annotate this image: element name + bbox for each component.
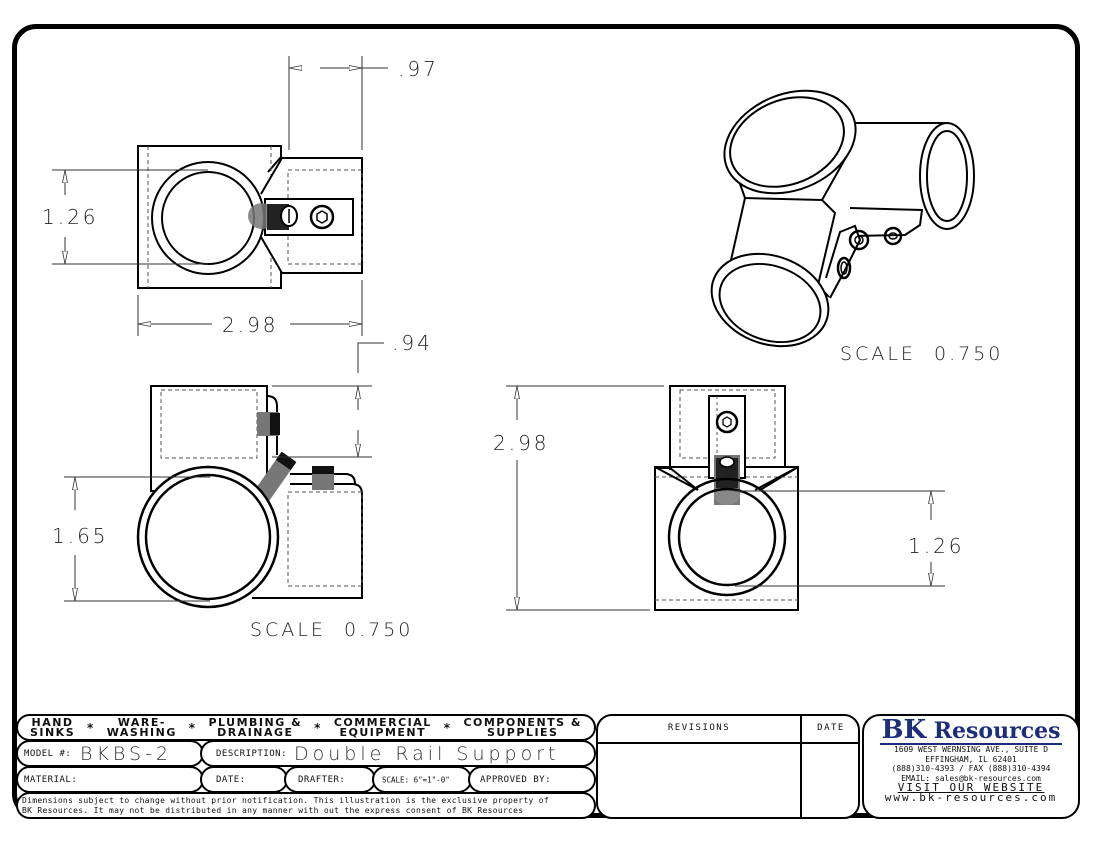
category-plumbing: PLUMBING &DRAINAGE — [208, 715, 303, 739]
dim-overall-height: 2.98 — [493, 431, 550, 455]
model-field: MODEL #: BKBS-2 — [16, 740, 204, 767]
company-phone: (888)310-4393 / FAX (888)310-4394 — [891, 764, 1051, 773]
side-view — [506, 385, 945, 611]
visit-website-link[interactable]: VISIT OUR WEBSITE — [897, 781, 1045, 794]
front-view-scale: SCALE 0.750 — [250, 619, 413, 641]
top-view — [52, 56, 388, 336]
date-field: DATE: — [200, 766, 288, 793]
approved-label: APPROVED BY: — [480, 774, 552, 785]
revisions-header: REVISIONS — [667, 723, 731, 733]
category-warewashing: WARE-WASHING — [106, 715, 177, 739]
material-label: MATERIAL: — [24, 774, 78, 785]
dim-branch-length: .97 — [398, 57, 439, 81]
revisions-block: REVISIONS DATE — [596, 714, 860, 819]
company-address-line-2: EFFINGHAM, IL 62401 — [925, 754, 1017, 764]
dim-bore-height-front: 1.65 — [52, 524, 109, 548]
drafter-label: DRAFTER: — [298, 774, 346, 785]
scale-label: SCALE: 6"=1"-0" — [382, 775, 450, 784]
revisions-divider — [800, 716, 802, 817]
company-address-line-1: 1609 WEST WERNSING AVE., SUITE D — [893, 745, 1049, 754]
website-link[interactable]: www.bk-resources.com — [884, 790, 1058, 804]
date-label: DATE: — [216, 774, 246, 785]
iso-view-scale: SCALE 0.750 — [840, 343, 1003, 365]
category-components: COMPONENTS &SUPPLIES — [463, 715, 582, 739]
model-label: MODEL #: — [24, 748, 72, 759]
dim-bore-height-top: 1.26 — [42, 205, 99, 229]
disclaimer: Dimensions subject to change without pri… — [16, 792, 596, 819]
dim-branch-offset: .94 — [392, 331, 433, 355]
disclaimer-line-1: Dimensions subject to change without pri… — [22, 796, 549, 805]
disclaimer-line-2: BK Resources. It may not be distributed … — [22, 806, 524, 815]
description-field: DESCRIPTION: Double Rail Support — [200, 740, 596, 767]
company-email[interactable]: EMAIL: sales@bk-resources.com — [901, 773, 1041, 783]
dim-overall-width: 2.98 — [222, 313, 279, 337]
approved-field: APPROVED BY: — [468, 766, 596, 793]
description-label: DESCRIPTION: — [216, 748, 288, 759]
category-separator: * — [87, 720, 95, 735]
category-separator: * — [443, 720, 452, 735]
front-view — [64, 342, 384, 609]
description-value: Double Rail Support — [294, 742, 560, 765]
company-logo: BK Resources — [879, 715, 1063, 745]
company-info: BK Resources 1609 WEST WERNSING AVE., SU… — [862, 714, 1080, 819]
revisions-date-header: DATE — [817, 723, 845, 733]
material-field: MATERIAL: — [16, 766, 204, 793]
isometric-view — [710, 89, 975, 348]
scale-field: SCALE: 6"=1"-0" — [372, 766, 472, 793]
drafter-field: DRAFTER: — [284, 766, 376, 793]
category-separator: * — [188, 720, 197, 735]
model-value: BKBS-2 — [80, 742, 173, 765]
dim-bore-height-side: 1.26 — [908, 534, 965, 558]
category-separator: * — [314, 720, 322, 735]
revisions-header-row — [598, 716, 858, 744]
